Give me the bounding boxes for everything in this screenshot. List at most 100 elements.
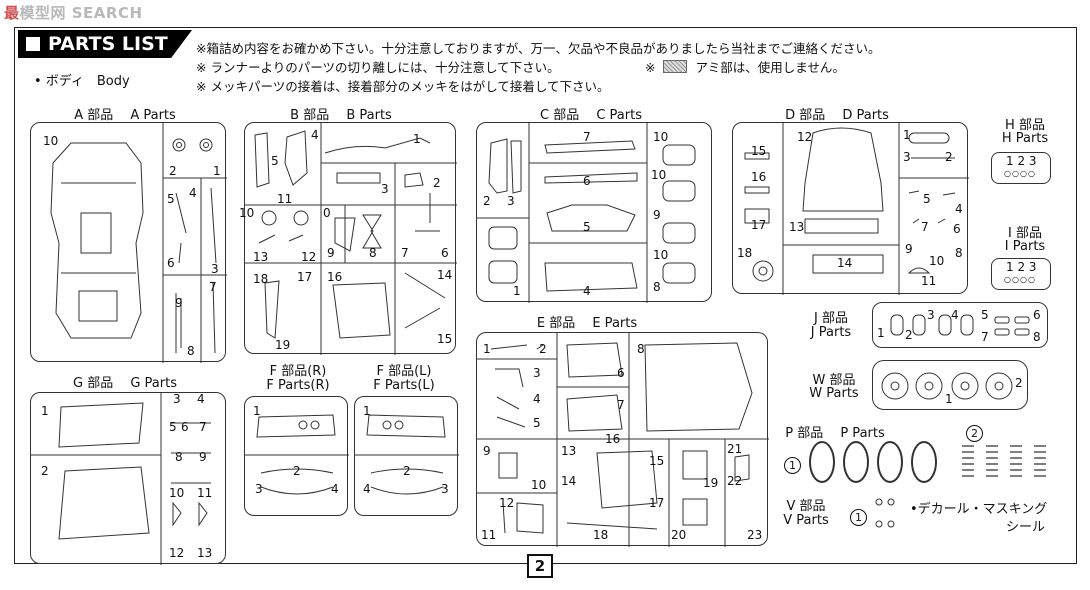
part-number: 18	[593, 528, 609, 542]
part-number: 3	[255, 482, 263, 496]
part-number: 1 2 3	[1006, 260, 1037, 274]
part-number: 6	[1033, 308, 1041, 322]
b-parts-drawing	[245, 123, 457, 355]
part-number: 1 2 3	[1006, 154, 1037, 168]
part-number: 15	[649, 454, 665, 468]
square-icon	[26, 37, 40, 51]
part-number: 10	[43, 134, 59, 148]
part-number: 2	[169, 164, 177, 178]
part-number: 1	[513, 284, 521, 298]
part-number: 7	[617, 398, 625, 412]
decal-label-line2: シール	[1006, 520, 1046, 535]
b-parts-runner: 4 1 5 2 3 11 10 0 9 8 7 6 13 12 18 17 16…	[239, 122, 457, 355]
part-number: 21	[727, 442, 743, 456]
v-parts-pieces	[872, 494, 898, 534]
d-parts-drawing	[744, 123, 969, 295]
part-number: 2	[293, 464, 301, 478]
part-number: 1	[363, 404, 371, 418]
part-number: 9	[175, 296, 183, 310]
note-line-2: ※ ランナーよりのパーツの切り離しには、十分注意して下さい。	[196, 60, 560, 75]
part-number: 13	[789, 220, 805, 234]
part-number: 17	[649, 496, 665, 510]
f-parts-r-drawing	[245, 414, 349, 495]
i-parts-label-en: I Parts	[1004, 239, 1046, 254]
a-parts-runner: 10 2 1 5 4 6 3 9 8 7	[30, 122, 227, 363]
w-parts-runner: 1 2	[872, 360, 1028, 410]
part-number: 3	[211, 262, 219, 276]
e-parts-drawing	[477, 333, 769, 547]
c-parts-drawing	[477, 123, 696, 303]
parts-list-title: PARTS LIST	[18, 30, 192, 58]
part-number: 4	[583, 284, 591, 298]
part-number: 4	[533, 392, 541, 406]
part-number: 9	[327, 246, 335, 260]
d-parts-label: D 部品 D Parts	[785, 108, 889, 123]
part-number: 10	[929, 254, 945, 268]
w-parts-label-jp: W 部品	[812, 373, 856, 388]
part-number: 5	[923, 192, 931, 206]
part-number: 14	[837, 256, 853, 270]
part-number: 3	[173, 392, 181, 406]
f-parts-l-label-jp: F 部品(L)	[376, 364, 432, 379]
p-parts-circled-2: 2	[966, 422, 983, 442]
body-label: • ボディ Body	[34, 74, 130, 89]
part-number: 13	[197, 546, 213, 560]
springs-drawing	[962, 445, 1046, 477]
part-number: 7	[583, 130, 591, 144]
part-number: 8	[1033, 330, 1041, 344]
part-number: 16	[751, 170, 767, 184]
part-number: 3	[927, 308, 935, 322]
c-parts-label: C 部品 C Parts	[540, 108, 642, 123]
mesh-note: ※ アミ部は、使用しません。	[645, 60, 845, 75]
part-number: 2	[539, 342, 547, 356]
part-number: 1	[945, 392, 953, 406]
part-number: 17	[751, 218, 767, 232]
part-number: 12	[797, 130, 813, 144]
g-parts-drawing	[31, 393, 211, 565]
part-number: 6	[181, 420, 189, 434]
part-number: 17	[297, 270, 313, 284]
part-number: 3	[381, 182, 389, 196]
part-number: 9	[653, 208, 661, 222]
part-number: 7	[199, 420, 207, 434]
part-number: 6	[167, 256, 175, 270]
v-parts-circled-1: 1	[850, 506, 867, 526]
part-number: 13	[253, 250, 269, 264]
part-number: 23	[747, 528, 763, 542]
part-number: 11	[481, 528, 497, 542]
part-number: 10	[531, 478, 547, 492]
part-number: 6	[953, 222, 961, 236]
a-parts-label: A 部品 A Parts	[74, 108, 176, 123]
part-number: 5	[981, 308, 989, 322]
j-parts-drawing	[890, 314, 1030, 336]
part-number: 18	[253, 272, 269, 286]
f-parts-l-runner: 1 2 4 3	[354, 396, 459, 516]
part-number: 15	[751, 144, 767, 158]
p-parts-label: P 部品 P Parts	[785, 426, 885, 441]
part-number: 11	[197, 486, 213, 500]
part-number: 5	[167, 192, 175, 206]
part-number: 10	[239, 206, 255, 220]
part-number: 7	[921, 220, 929, 234]
part-number: 1	[483, 342, 491, 356]
i-parts-label-jp: I 部品	[1008, 226, 1042, 241]
part-number: 2	[1015, 376, 1023, 390]
part-number: 3	[903, 150, 911, 164]
part-number: 4	[951, 308, 959, 322]
part-number: 8	[955, 246, 963, 260]
f-parts-l-drawing	[355, 414, 459, 495]
part-number: 9	[905, 242, 913, 256]
part-number: 12	[499, 496, 515, 510]
note-line-1: ※箱詰め内容をお確かめ下さい。十分注意しておりますが、万一、欠品や不良品がありま…	[196, 41, 881, 56]
part-number: 3	[507, 194, 515, 208]
part-number: 4	[311, 128, 319, 142]
part-number: 22	[727, 474, 743, 488]
f-parts-l-label-en: F Parts(L)	[373, 378, 435, 393]
part-number: 9	[483, 444, 491, 458]
part-number: 1	[253, 404, 261, 418]
part-number: 10	[169, 486, 185, 500]
part-number: 7	[981, 330, 989, 344]
part-number: 7	[209, 280, 217, 294]
part-number: 1	[877, 326, 885, 340]
page-number: 2	[527, 554, 553, 578]
